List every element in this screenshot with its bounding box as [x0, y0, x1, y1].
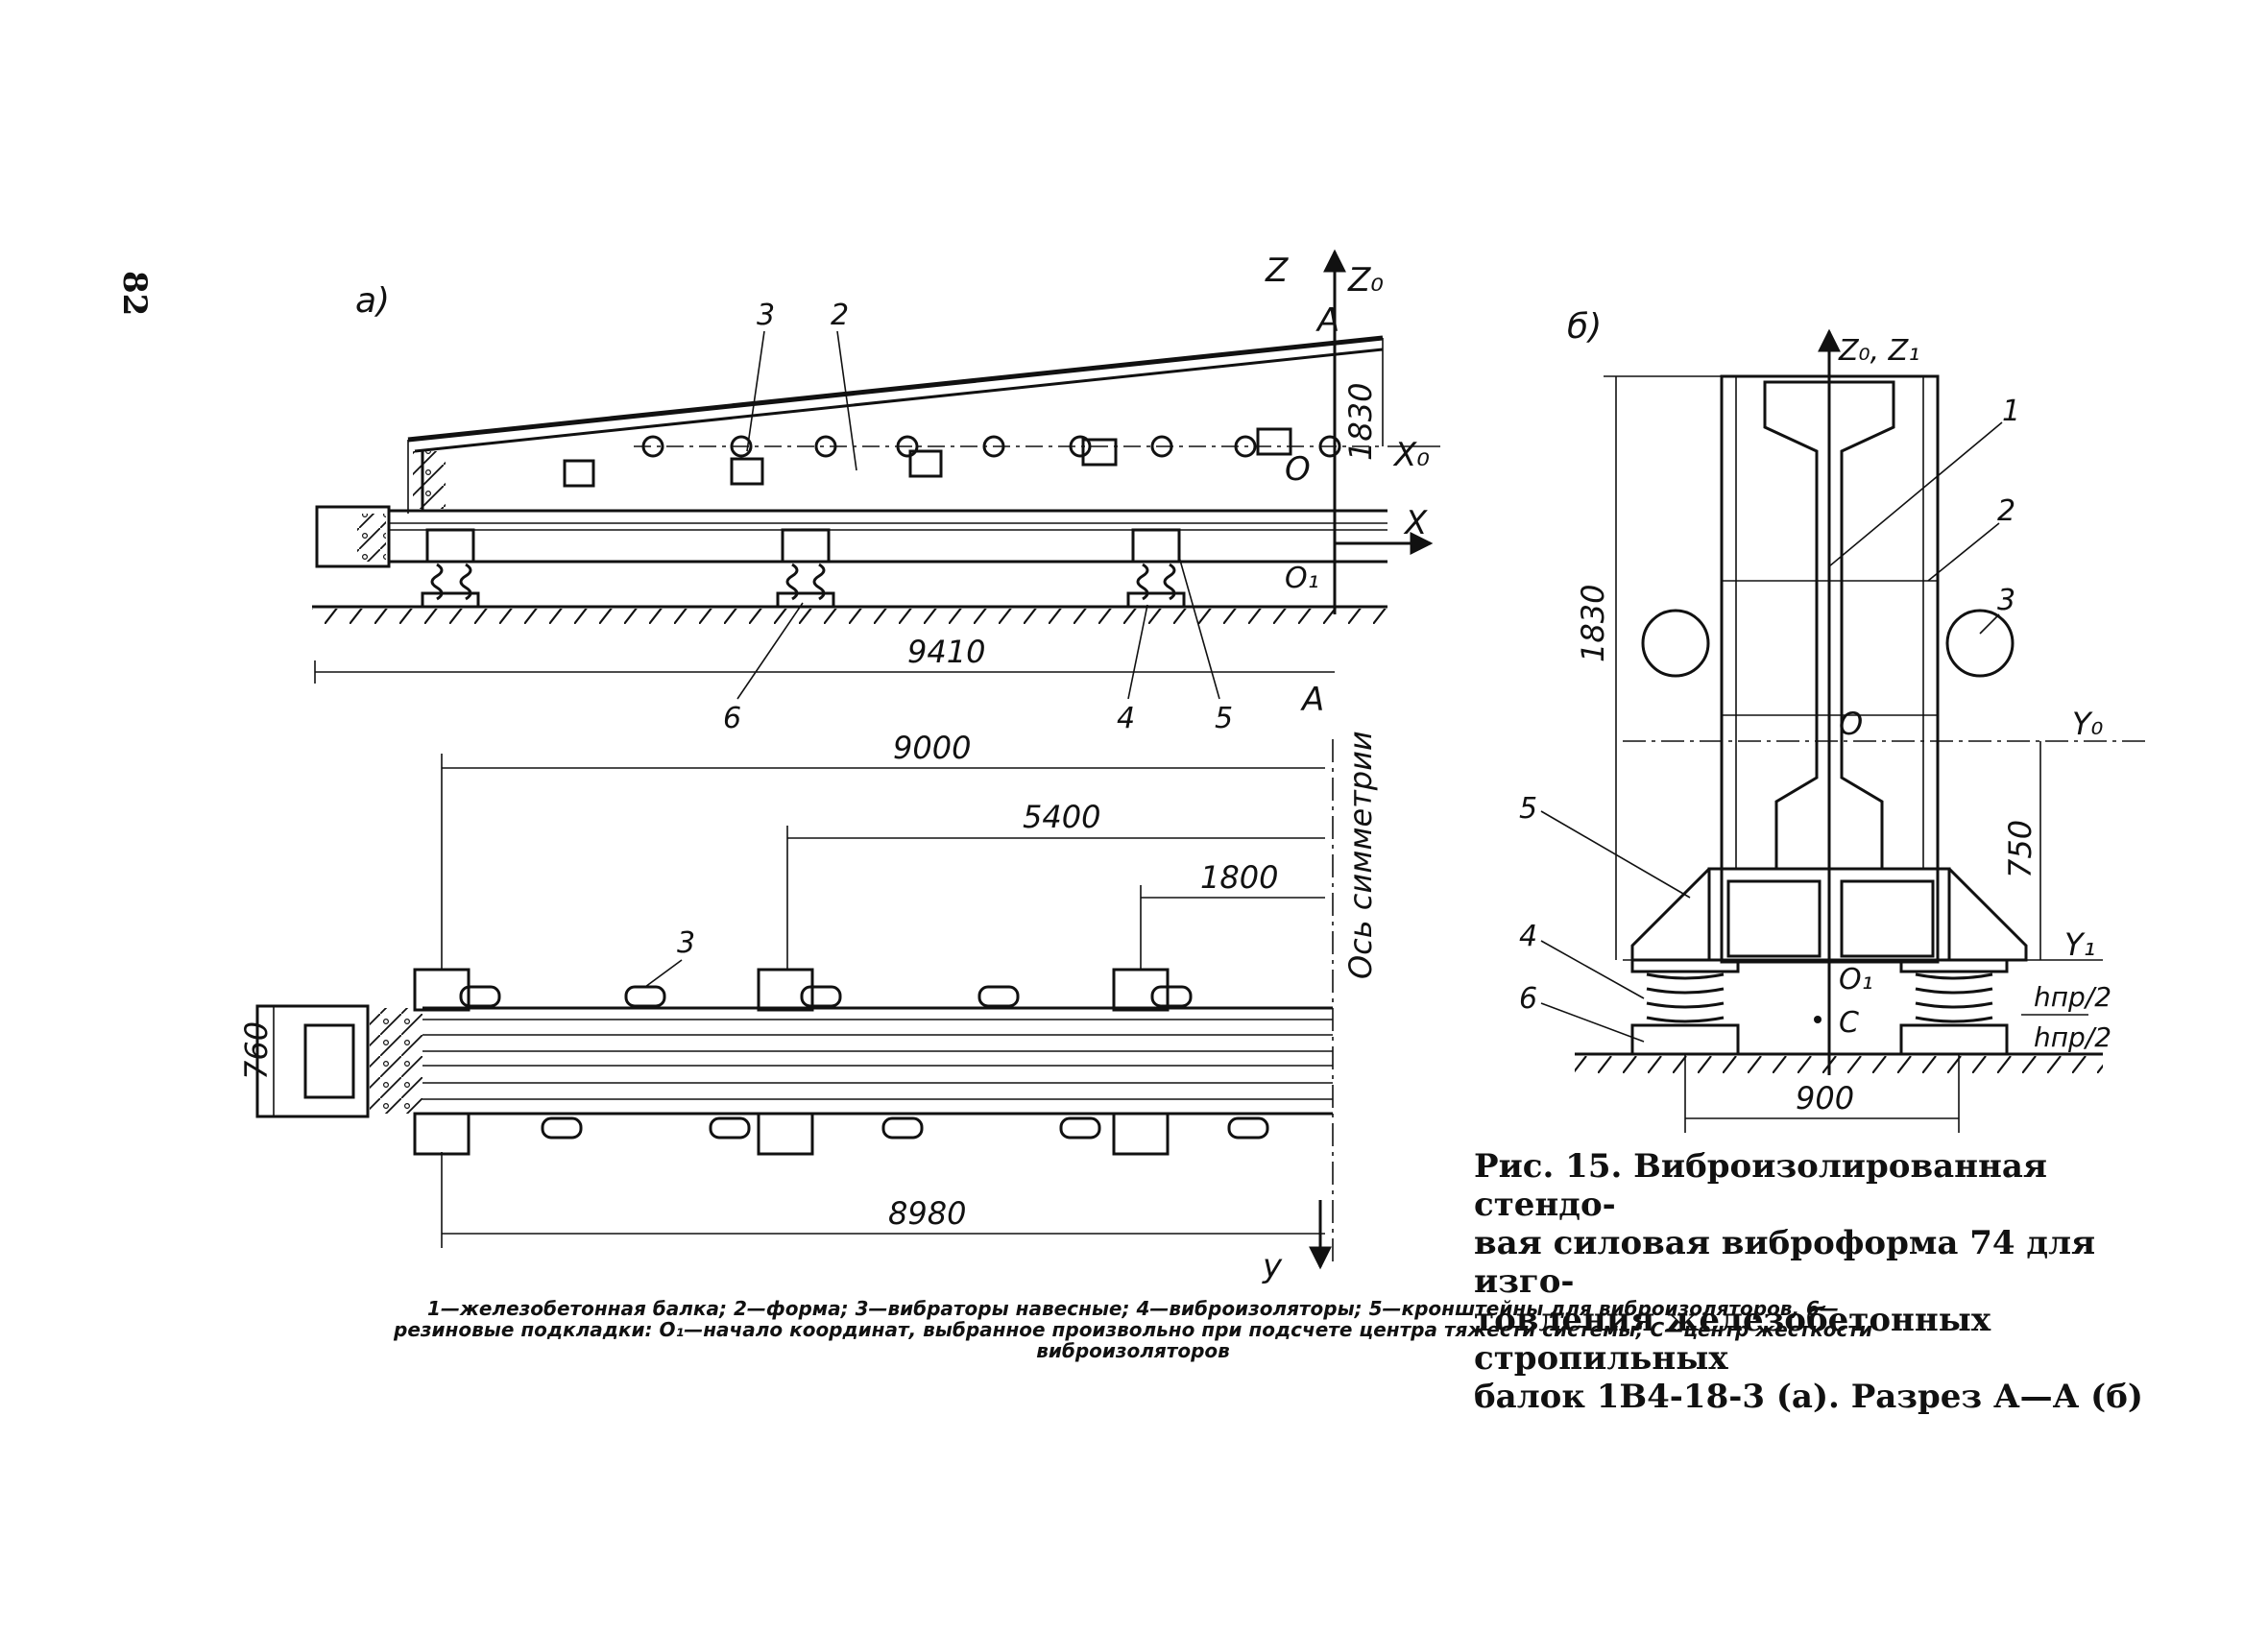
vibrator-b-left	[1641, 609, 1710, 678]
isolator-left	[421, 528, 480, 609]
ground-hatching-b	[1575, 1056, 2103, 1077]
callout-3-b: 3	[1997, 584, 2015, 617]
bracket-cell-left	[1726, 879, 1822, 958]
beam-end-section	[413, 451, 446, 509]
view-a-elevation: а)	[312, 249, 1440, 735]
point-c-b: C	[1839, 1006, 1859, 1040]
axis-z-label: Z	[1265, 252, 1289, 290]
point-c-marker	[1814, 1016, 1822, 1023]
figure-caption: Рис. 15. Виброизолированная стендо- вая …	[1474, 1147, 2146, 1416]
axis-y-label: y	[1262, 1247, 1283, 1285]
leader-3-plan	[644, 959, 683, 988]
isolator-b-right	[1899, 958, 2009, 1056]
point-o1-label: O₁	[1285, 562, 1319, 595]
bracket-cell-right	[1840, 879, 1935, 958]
callout-6-a: 6	[723, 702, 741, 735]
hung-vibrators	[563, 427, 1292, 488]
form-top-chord-inner	[414, 348, 1384, 453]
vibrator-b-right	[1945, 609, 2015, 678]
axis-z0-label: Z₀	[1347, 261, 1384, 300]
dim-1800: 1800	[1200, 859, 1278, 896]
caption-line-3: товления железобетонных стропильных	[1474, 1301, 1991, 1378]
figure-legend: 1—железобетонная балка; 2—форма; 3—вибра…	[192, 1298, 2074, 1361]
callout-2-a: 2	[831, 299, 849, 332]
leader-5-a	[1178, 556, 1220, 700]
axis-y1-label: Y₁	[2064, 926, 2095, 963]
leader-3-b	[1979, 613, 2000, 635]
h-label-bottom: hпр/2	[2034, 1021, 2111, 1053]
callout-2-b: 2	[1997, 494, 2015, 528]
legend-line-1: 1—железобетонная балка; 2—форма; 3—вибра…	[427, 1297, 1839, 1320]
callout-5-a: 5	[1215, 702, 1233, 735]
isolator-right	[1126, 528, 1186, 609]
dim-5400: 5400	[1023, 799, 1100, 835]
leader-4-a	[1127, 604, 1148, 700]
axis-y0-label: Y₀	[2072, 706, 2104, 742]
callout-6-b: 6	[1519, 982, 1537, 1016]
leader-3-a	[746, 330, 765, 452]
plan-left-end	[255, 1004, 370, 1118]
legend-line-2: резиновые подкладки: O₁—начало координат…	[394, 1318, 1872, 1341]
dim-760: 760	[238, 1021, 275, 1080]
section-a-bottom: A	[1300, 681, 1324, 719]
callout-4-b: 4	[1519, 920, 1537, 953]
view-b-label: б)	[1567, 307, 1602, 347]
dim-length-a: 9410	[907, 634, 985, 670]
section-a-top: A	[1315, 301, 1339, 340]
bracket-right-wing	[1947, 867, 2028, 962]
point-o-label: O	[1285, 450, 1311, 489]
leader-4-b	[1540, 940, 1645, 999]
axis-x0-label: X₀	[1392, 436, 1430, 474]
isolator-middle	[776, 528, 835, 609]
isolator-b-left	[1630, 958, 1740, 1056]
plan-vibrators	[459, 985, 1269, 1140]
leader-5-b	[1540, 810, 1691, 899]
view-b-section: б) Z₀, Z₁	[1519, 307, 2151, 1133]
plan-left-concrete	[370, 1008, 422, 1114]
callout-3-a: 3	[757, 299, 775, 332]
leader-2-a	[836, 330, 857, 471]
dim-8980: 8980	[888, 1195, 966, 1232]
symmetry-axis-label: Ось симметрии	[1342, 731, 1379, 979]
form-top-chord	[407, 335, 1384, 443]
plan-view: Ось симметрии y 9000 5400 1800 760 8980 …	[238, 730, 1379, 1285]
callout-1-b: 1	[2002, 395, 2020, 428]
bracket-left-wing	[1630, 867, 1711, 962]
dim-1830-b: 1830	[1575, 585, 1611, 662]
h-label-top: hпр/2	[2034, 981, 2111, 1013]
callout-4-a: 4	[1117, 702, 1135, 735]
caption-line-4: балок 1В4-18-3 (а). Разрез А—А (б)	[1474, 1378, 2144, 1416]
callout-5-b: 5	[1519, 792, 1537, 826]
caption-line-1: Рис. 15. Виброизолированная стендо-	[1474, 1147, 2048, 1224]
point-o-b: O	[1839, 706, 1863, 742]
point-o1-b: O₁	[1839, 963, 1873, 996]
caption-line-2: вая силовая виброформа 74 для изго-	[1474, 1224, 2096, 1301]
leader-6-b	[1540, 1002, 1645, 1043]
plan-left-end-inner	[303, 1023, 355, 1099]
plan-brackets	[413, 968, 1170, 1156]
callout-3-plan: 3	[677, 926, 695, 960]
left-end-fill	[357, 514, 386, 562]
dim-9000: 9000	[893, 730, 971, 766]
dim-750: 750	[2002, 820, 2039, 878]
dim-900: 900	[1796, 1080, 1854, 1116]
dim-height-a: 1830	[1342, 383, 1379, 461]
left-end-block	[315, 505, 391, 568]
ground-hatching	[312, 609, 1387, 630]
leader-2-b	[1927, 522, 2000, 582]
legend-line-3: виброизоляторов	[1036, 1339, 1230, 1362]
leader-1-b	[1828, 421, 2003, 567]
view-a-label: а)	[355, 281, 390, 321]
leader-6-a	[736, 602, 804, 700]
axis-x-label: X	[1403, 504, 1428, 542]
axis-z-label-b: Z₀, Z₁	[1838, 334, 1919, 368]
vibrator-markers	[641, 435, 1341, 458]
